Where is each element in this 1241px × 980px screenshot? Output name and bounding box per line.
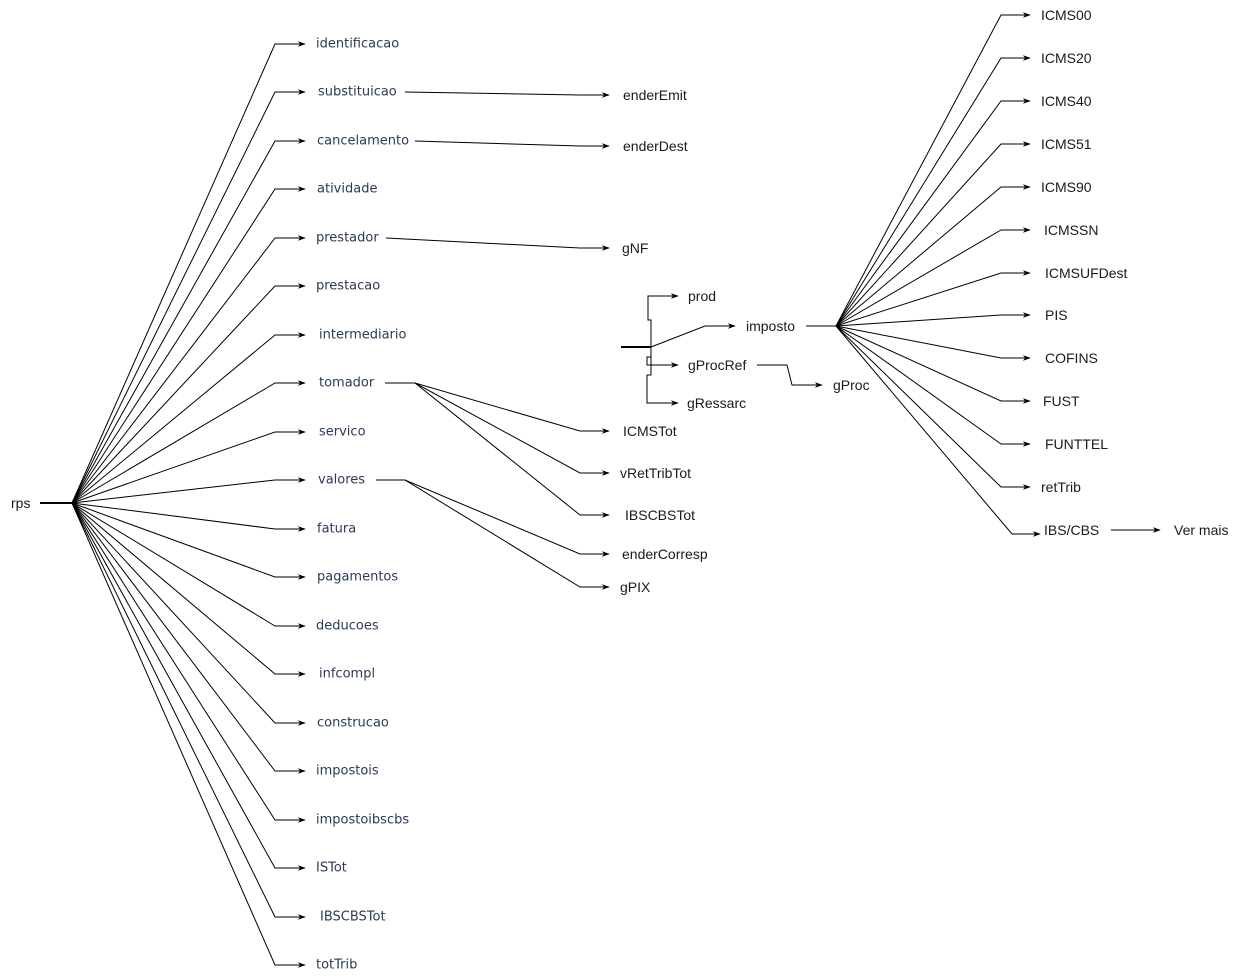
edge-imposto-ICMSSN [835,227,1031,327]
node-gPIX[interactable]: gPIX [620,579,651,595]
node-enderDest[interactable]: enderDest [623,138,688,154]
node-tomador[interactable]: tomador [319,376,375,391]
edge-imposto-IBS_CBS [835,325,1041,537]
edge-imposto-ICMS20 [835,55,1031,327]
edge-rps-prestacao [71,283,306,504]
node-IBS_CBS[interactable]: IBS/CBS [1044,522,1099,538]
edge-imposto-ICMS40 [835,98,1031,327]
edge-imposto-ICMS00 [835,12,1031,327]
node-ICMS51[interactable]: ICMS51 [1041,136,1092,152]
edge-imposto-retTrib [835,325,1031,490]
edge-substituicao-enderEmit [404,91,610,98]
edge-rps-ISTot [71,502,306,871]
edge-rps-servico [71,429,306,504]
edge-imposto-ICMS90 [835,184,1031,327]
edge-rps-identificacao [71,41,306,504]
node-ICMSUFDest[interactable]: ICMSUFDest [1045,265,1128,281]
node-deducoes[interactable]: deducoes [316,619,379,634]
node-gNF[interactable]: gNF [622,240,648,256]
node-servico[interactable]: servico [319,425,366,440]
edge-det-prod [647,293,679,347]
edge-rps-impostoibscbs [71,502,306,823]
node-imposto[interactable]: imposto [746,318,795,334]
node-ICMS90[interactable]: ICMS90 [1041,179,1092,195]
node-prod[interactable]: prod [688,288,716,304]
edge-cancelamento-enderDest [414,140,610,149]
edge-imposto-COFINS [835,325,1031,361]
edge-gProcRef-gProc [757,364,823,388]
edge-det-gProcRef [646,347,679,368]
edge-rps-valores [71,477,306,504]
node-construcao[interactable]: construcao [317,716,389,731]
edge-rps-substituicao [71,89,306,504]
labels-layer: rps identificacao substituicao cancelamento… [11,7,1228,973]
node-FUST[interactable]: FUST [1043,393,1080,409]
node-gRessarc[interactable]: gRessarc [687,395,746,411]
edge-imposto-FUNTTEL [835,325,1031,447]
node-FUNTTEL[interactable]: FUNTTEL [1045,436,1108,452]
node-identificacao[interactable]: identificacao [316,37,399,52]
node-valores[interactable]: valores [318,473,365,488]
node-ICMS00[interactable]: ICMS00 [1041,7,1092,23]
edge-imposto-FUST [835,325,1031,404]
edge-rps-prestador [71,235,306,504]
edge-tomador-IBSCBSTot [385,382,610,518]
edge-rps-infcompl [71,502,306,677]
node-prestador[interactable]: prestador [316,231,379,246]
edge-prestador-gNF [385,237,610,251]
edge-rps-impostois [71,502,306,774]
node-gProcRef[interactable]: gProcRef [688,357,746,373]
edge-rps-pagamentos [71,502,306,580]
edges-layer [40,12,1161,968]
node-ICMS40[interactable]: ICMS40 [1041,93,1092,109]
node-gProc[interactable]: gProc [833,377,870,393]
edge-valores-enderCorresp [376,479,610,557]
node-atividade[interactable]: atividade [317,182,377,197]
edge-rps-construcao [71,502,306,726]
node-ICMSSN[interactable]: ICMSSN [1044,222,1098,238]
edge-rps-atividade [71,186,306,504]
node-enderCorresp[interactable]: enderCorresp [622,546,708,562]
node-fatura[interactable]: fatura [317,522,356,537]
ver-mais-link[interactable]: Ver mais [1174,522,1228,538]
edge-rps-deducoes [71,502,306,629]
node-ISTot[interactable]: ISTot [316,861,347,876]
edge-rps-IBSCBSTot_left [71,502,306,920]
node-impostoibscbs[interactable]: impostoibscbs [316,813,409,828]
edge-rps-tomador [71,380,306,504]
node-ICMSTot[interactable]: ICMSTot [623,423,677,439]
node-enderEmit[interactable]: enderEmit [623,87,687,103]
node-pagamentos[interactable]: pagamentos [317,570,398,585]
edge-tomador-ICMSTot [385,382,610,434]
node-prestacao[interactable]: prestacao [316,279,380,294]
node-infcompl[interactable]: infcompl [319,667,375,682]
node-IBSCBSTot_left[interactable]: IBSCBSTot [320,910,386,925]
node-intermediario[interactable]: intermediario [319,328,407,343]
node-ICMS20[interactable]: ICMS20 [1041,50,1092,66]
node-COFINS[interactable]: COFINS [1045,350,1098,366]
edge-imposto-PIS [835,312,1031,327]
node-PIS[interactable]: PIS [1045,307,1068,323]
edge-valores-gPIX [376,479,610,590]
edge-rps-cancelamento [71,138,306,504]
edge-imposto-ICMSUFDest [835,270,1031,327]
node-vRetTribTot[interactable]: vRetTribTot [620,465,691,481]
node-rps[interactable]: rps [11,495,30,511]
edge-det-gRessarc [646,347,679,406]
node-totTrib[interactable]: totTrib [316,958,357,973]
edge-rps-fatura [71,502,306,532]
node-retTrib[interactable]: retTrib [1041,479,1081,495]
edge-rps-intermediario [71,332,306,504]
edge-tomador-vRetTribTot [385,382,610,476]
edge-det-imposto [650,323,736,348]
node-impostois[interactable]: impostois [316,764,379,779]
edge-imposto-ICMS51 [835,141,1031,327]
edge-rps-totTrib [71,502,306,968]
node-substituicao[interactable]: substituicao [318,85,397,100]
node-IBSCBSTot_mid[interactable]: IBSCBSTot [625,507,695,523]
node-cancelamento[interactable]: cancelamento [317,134,409,149]
